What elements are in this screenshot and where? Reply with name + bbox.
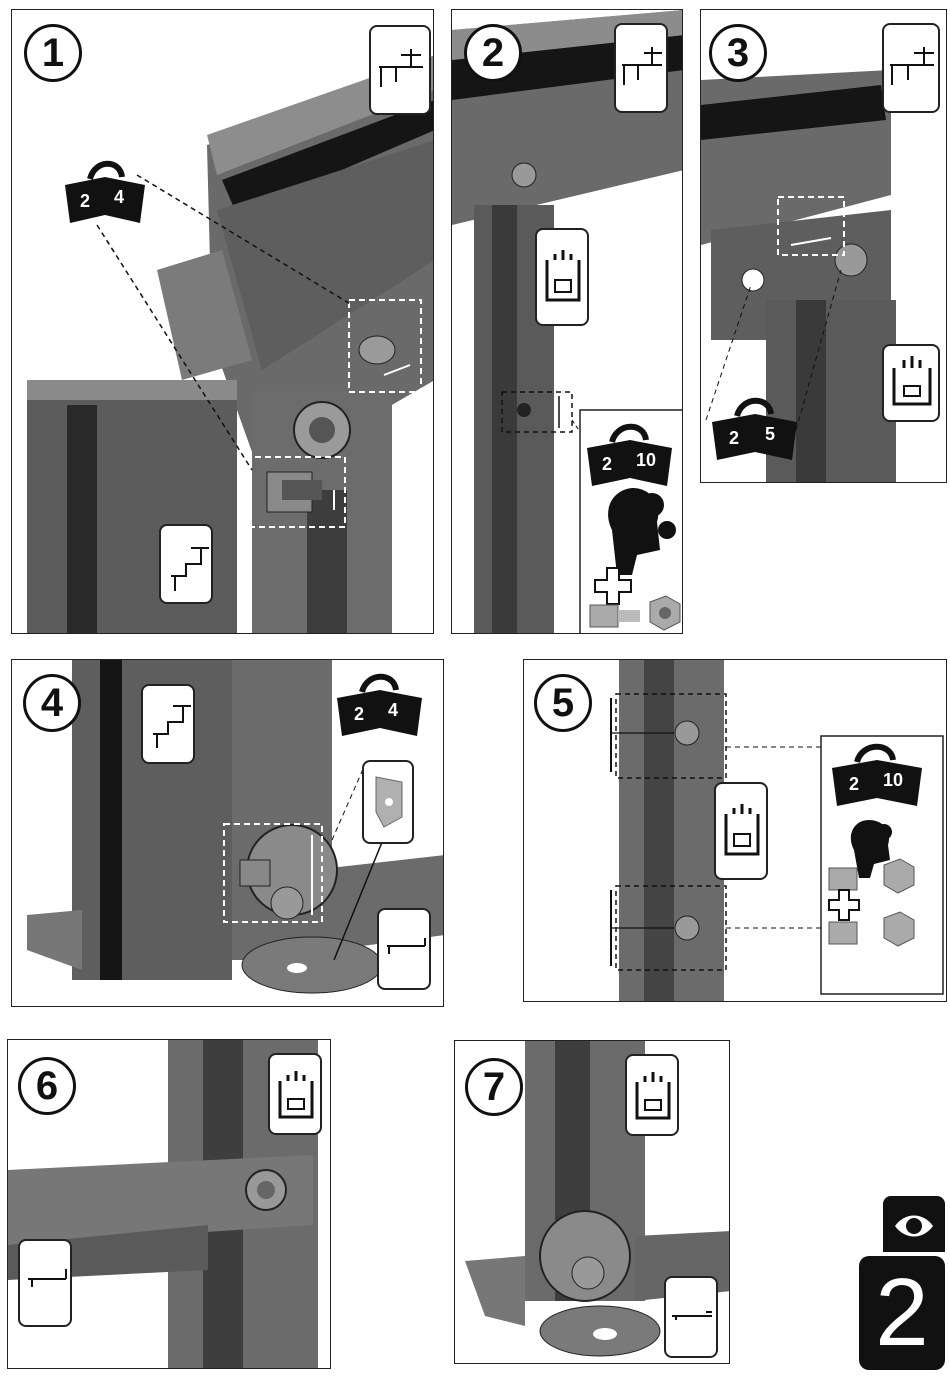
profile-section-icon [882,23,940,113]
eye-icon [883,1196,945,1252]
book-drawing [707,394,803,466]
instruction-book-icon: 2 4 [60,157,150,227]
profile-section-icon [614,23,668,113]
profile-section-icon [18,1239,72,1327]
book-page-right: 10 [883,770,903,791]
step-1-panel: 1 2 4 [11,9,434,634]
instruction-book-icon: 2 10 [827,740,927,812]
profile-section-drawing [379,910,431,990]
profile-section-drawing [884,25,940,113]
book-page-right: 4 [114,187,124,208]
book-page-left: 2 [849,774,859,795]
slot-profile-drawing [537,230,589,326]
step-number: 6 [18,1057,76,1115]
book-page-right: 4 [388,700,398,721]
step-number: 5 [534,674,592,732]
angle-bracket-icon [362,760,414,844]
book-page-left: 2 [729,428,739,449]
step-number: 3 [709,24,767,82]
book-page-right: 10 [636,450,656,471]
page-number-badge: 2 [859,1256,945,1370]
profile-section-icon [664,1276,718,1358]
instruction-book-icon: 2 5 [707,394,803,466]
slot-profile-drawing [884,346,940,422]
profile-section-icon [141,684,195,764]
slot-profile-drawing [270,1055,322,1135]
step-number: 7 [465,1058,523,1116]
profile-section-drawing [20,1241,72,1327]
profile-section-drawing [616,25,668,113]
step-number: 4 [23,674,81,732]
slot-profile-drawing [627,1056,679,1136]
slot-profile-icon [535,228,589,326]
profile-section-drawing [161,526,213,604]
book-drawing [60,157,150,227]
profile-section-icon [159,524,213,604]
book-drawing [332,670,428,740]
step-4-panel: 4 2 4 [11,659,444,1007]
slot-profile-drawing [716,784,768,880]
slot-profile-icon [882,344,940,422]
step-2-panel: 2 2 10 [451,9,683,634]
instruction-book-icon: 2 10 [582,420,678,490]
step-5-panel: 5 2 10 [523,659,947,1002]
book-drawing [827,740,927,812]
instruction-book-icon: 2 4 [332,670,428,740]
slot-profile-icon [714,782,768,880]
step-7-panel: 7 [454,1040,730,1364]
profile-section-icon [369,25,431,115]
step-number: 2 [464,24,522,82]
step-number: 1 [24,24,82,82]
slot-profile-icon [625,1054,679,1136]
profile-section-drawing [371,27,431,115]
slot-profile-icon [268,1053,322,1135]
book-page-right: 5 [765,424,775,445]
profile-section-icon [377,908,431,990]
book-page-left: 2 [80,191,90,212]
eye-badge [883,1196,945,1252]
book-page-left: 2 [602,454,612,475]
book-drawing [582,420,678,490]
angle-bracket-drawing [364,762,414,844]
step-6-panel: 6 [7,1039,331,1369]
step-3-panel: 3 2 5 [700,9,947,483]
book-page-left: 2 [354,704,364,725]
profile-section-drawing [666,1278,718,1358]
profile-section-drawing [143,686,195,764]
